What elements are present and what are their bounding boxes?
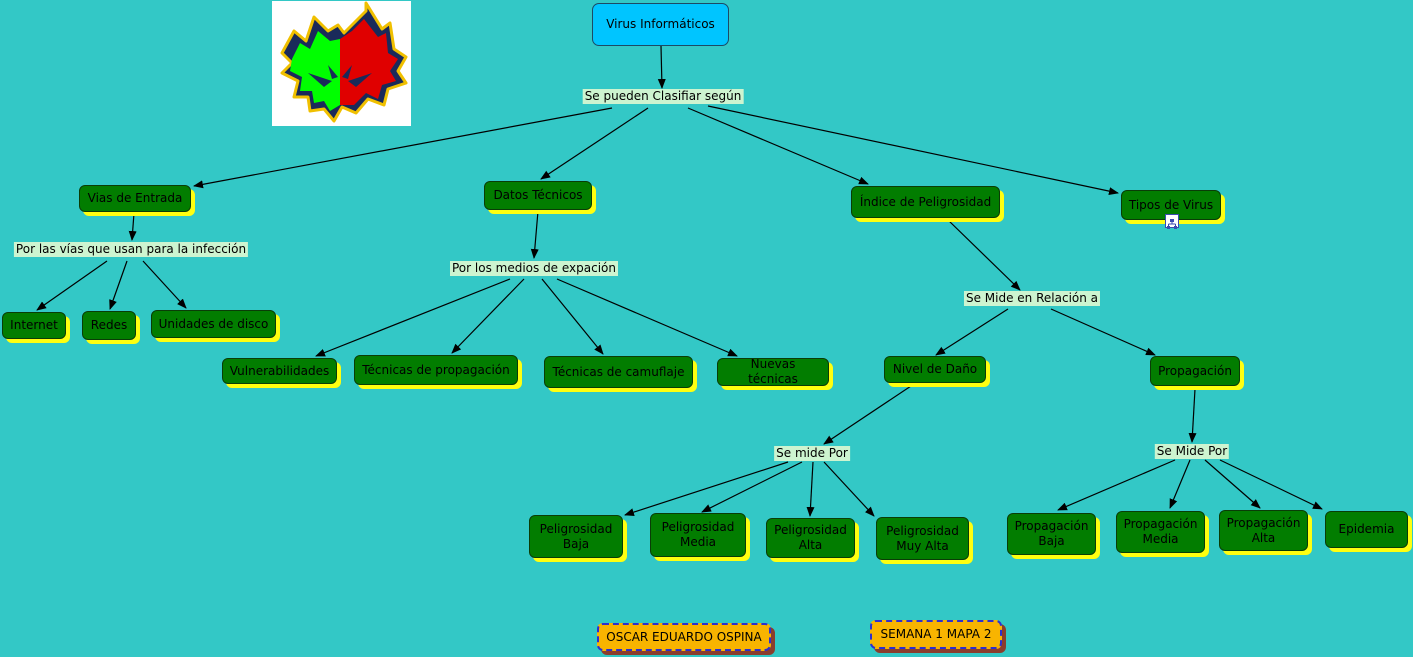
concept-label: Vulnerabilidades: [229, 363, 330, 378]
concept-propagacion-media[interactable]: Propagación Media: [1116, 511, 1205, 553]
edge: [315, 278, 511, 357]
link-phrase-datos: Por los medios de expación: [449, 261, 619, 276]
root-label: Virus Informáticos: [606, 17, 715, 31]
concept-label: Nivel de Daño: [892, 362, 978, 376]
concept-label: Redes: [90, 318, 128, 332]
author-name[interactable]: OSCAR EDUARDO OSPINA: [597, 623, 771, 651]
edge: [142, 260, 187, 309]
concept-label: Peligrosidad Muy Alta: [886, 523, 959, 553]
concept-redes[interactable]: Redes: [82, 311, 136, 340]
author-label: OSCAR EDUARDO OSPINA: [606, 629, 762, 644]
concept-label: Índice de Peligrosidad: [859, 194, 992, 209]
concept-label: Técnicas de camuflaje: [552, 364, 685, 379]
concept-indice-peligrosidad[interactable]: Índice de Peligrosidad: [851, 186, 1000, 218]
link-phrase-se-mide: Se mide Por: [774, 446, 850, 461]
concept-label: Epidemia: [1338, 522, 1395, 536]
link-phrase-se-mide-por: Se Mide Por: [1154, 444, 1230, 459]
concept-tecnicas-camuflaje[interactable]: Técnicas de camuflaje: [544, 356, 693, 388]
edge: [1057, 459, 1176, 511]
concept-propagacion-alta[interactable]: Propagación Alta: [1219, 510, 1308, 551]
edge: [451, 278, 525, 354]
concept-label: Propagación: [1158, 363, 1232, 378]
edge: [823, 461, 875, 517]
edge: [624, 461, 789, 517]
link-phrase-classify: Se pueden Clasifiar según: [582, 89, 744, 104]
concept-tecnicas-propagacion[interactable]: Técnicas de propagación: [354, 355, 518, 385]
concept-label: Unidades de disco: [158, 316, 269, 331]
concept-label: Peligrosidad Baja: [539, 521, 613, 551]
edge: [128, 212, 137, 241]
sub-map-icon[interactable]: [1165, 214, 1179, 229]
concept-epidemia[interactable]: Epidemia: [1325, 511, 1408, 548]
session-label[interactable]: SEMANA 1 MAPA 2: [870, 620, 1002, 649]
edge: [657, 45, 666, 89]
concept-vias-entrada[interactable]: Vias de Entrada: [79, 185, 191, 212]
edge: [540, 107, 649, 180]
concept-peligrosidad-baja[interactable]: Peligrosidad Baja: [529, 515, 623, 558]
edge: [109, 260, 128, 310]
link-phrase-vias: Por las vías que usan para la infección: [13, 242, 249, 257]
edge: [707, 105, 1119, 196]
edge: [1204, 459, 1261, 509]
concept-propagacion[interactable]: Propagación: [1150, 356, 1240, 386]
concept-label: Datos Técnicos: [493, 188, 583, 202]
concept-label: Técnicas de propagación: [362, 362, 510, 377]
concept-label: Tipos de Virus: [1128, 197, 1214, 212]
edge: [541, 278, 604, 355]
edge: [1219, 459, 1323, 510]
session-text: SEMANA 1 MAPA 2: [880, 627, 992, 641]
concept-label: Propagación Media: [1123, 517, 1198, 546]
edge: [193, 107, 613, 189]
concept-label: Propagación Alta: [1226, 515, 1301, 545]
edge: [1169, 459, 1191, 509]
edge: [1050, 308, 1156, 356]
concept-peligrosidad-media[interactable]: Peligrosidad Media: [650, 513, 746, 557]
concept-datos-tecnicos[interactable]: Datos Técnicos: [484, 181, 592, 210]
concept-vulnerabilidades[interactable]: Vulnerabilidades: [222, 358, 337, 384]
concept-label: Peligrosidad Media: [661, 520, 735, 549]
edge: [946, 218, 1021, 291]
edge: [36, 260, 108, 311]
concept-peligrosidad-alta[interactable]: Peligrosidad Alta: [766, 518, 855, 558]
virus-mask-logo: [272, 1, 411, 126]
link-phrase-relacion: Se Mide en Relación a: [963, 291, 1101, 306]
root-concept[interactable]: Virus Informáticos: [592, 3, 729, 46]
concept-peligrosidad-muy-alta[interactable]: Peligrosidad Muy Alta: [876, 517, 969, 560]
concept-propagacion-baja[interactable]: Propagación Baja: [1007, 513, 1096, 555]
concept-label: Propagación Baja: [1014, 519, 1089, 548]
concept-label: Vias de Entrada: [87, 191, 183, 205]
concept-nivel-dano[interactable]: Nivel de Daño: [884, 356, 986, 383]
edge: [1188, 388, 1197, 443]
concept-internet[interactable]: Internet: [2, 312, 66, 339]
concept-nuevas-tecnicas[interactable]: Nuevas técnicas: [717, 357, 829, 386]
edge: [556, 278, 738, 357]
edge: [687, 107, 869, 185]
concept-unidades-disco[interactable]: Unidades de disco: [151, 310, 276, 338]
concept-label: Peligrosidad Alta: [774, 523, 847, 552]
edge: [823, 385, 912, 445]
edge: [701, 461, 803, 513]
concept-label: Internet: [10, 318, 58, 332]
edge: [530, 210, 539, 259]
concept-label: Nuevas técnicas: [748, 357, 798, 386]
edge: [806, 461, 815, 517]
edge: [935, 308, 1009, 356]
